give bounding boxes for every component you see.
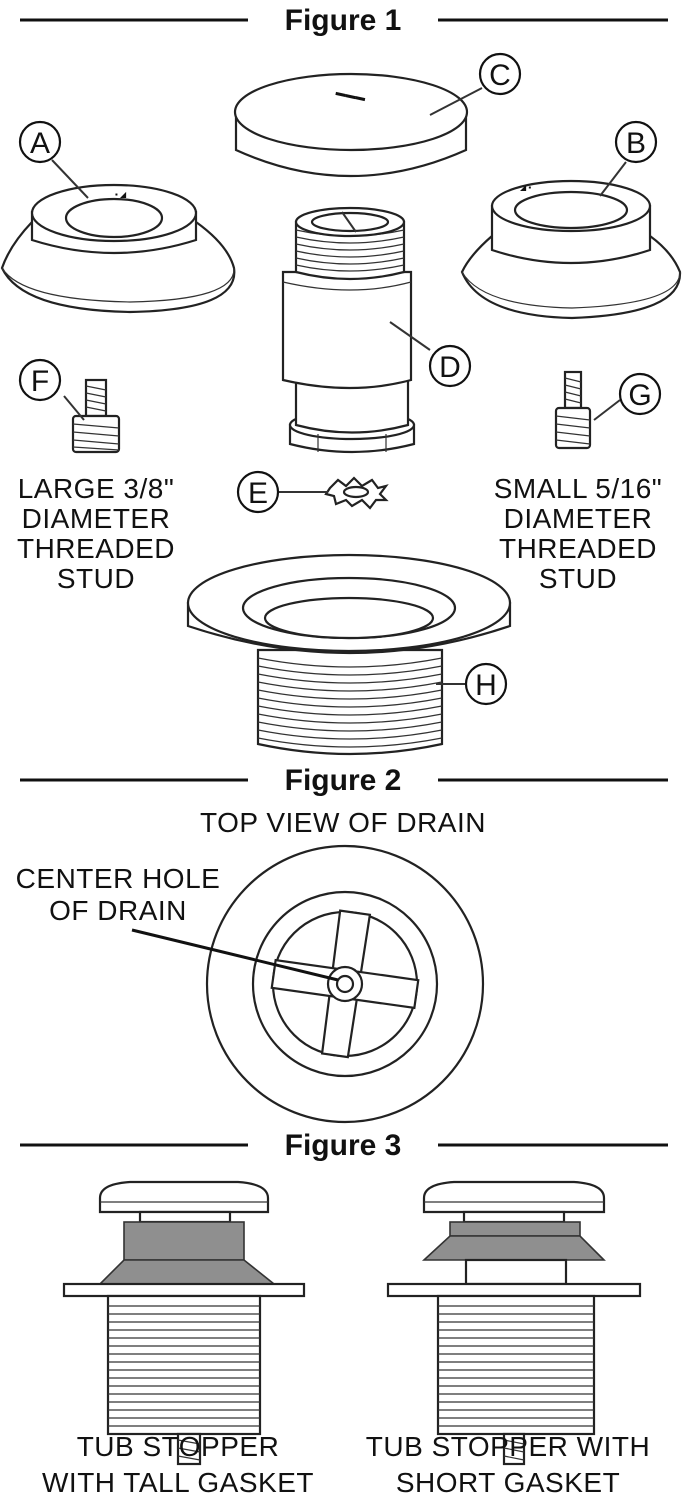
part-a-flange: ▪ ◢ <box>0 159 236 314</box>
callout-b: B <box>614 120 658 164</box>
svg-text:STUD: STUD <box>539 563 617 594</box>
figure2-header: Figure 2 TOP VIEW OF DRAIN <box>20 764 668 838</box>
callout-a: A <box>18 120 62 164</box>
figure2-subtitle: TOP VIEW OF DRAIN <box>200 807 486 838</box>
short-threads <box>438 1305 594 1427</box>
svg-text:DIAMETER: DIAMETER <box>22 503 171 534</box>
stopper-tall-gasket <box>62 1180 306 1466</box>
callout-c: C <box>478 52 522 96</box>
part-h-drain <box>186 553 512 756</box>
svg-text:CENTER HOLE: CENTER HOLE <box>16 863 221 894</box>
svg-text:SHORT GASKET: SHORT GASKET <box>396 1467 620 1498</box>
part-c-cap: ▬▬▬ <box>233 72 483 178</box>
svg-text:A: A <box>30 127 50 160</box>
part-b-flange: ◢ ▪ <box>460 161 682 320</box>
tall-gasket-upper <box>123 1221 245 1261</box>
callout-e: E <box>236 470 280 514</box>
svg-text:TUB STOPPER: TUB STOPPER <box>77 1431 280 1462</box>
svg-text:THREADED: THREADED <box>499 533 657 564</box>
callout-g: G <box>618 372 662 416</box>
svg-text:C: C <box>489 59 511 92</box>
part-h-threads <box>257 657 443 748</box>
svg-text:H: H <box>475 669 497 702</box>
callout-f: F <box>18 358 62 402</box>
label-small-stud: SMALL 5/16" DIAMETER THREADED STUD <box>494 473 663 594</box>
svg-text:G: G <box>628 379 651 412</box>
figure3-title: Figure 3 <box>285 1129 402 1162</box>
tall-gasket-cone <box>98 1259 277 1285</box>
callout-h: H <box>464 662 508 706</box>
svg-text:TUB STOPPER WITH: TUB STOPPER WITH <box>366 1431 650 1462</box>
svg-text:E: E <box>248 477 268 510</box>
callout-d: D <box>428 344 472 388</box>
part-f-large-stud <box>63 378 121 454</box>
svg-text:LARGE 3/8": LARGE 3/8" <box>18 473 175 504</box>
top-view-drain <box>205 844 485 1124</box>
svg-text:THREADED: THREADED <box>17 533 175 564</box>
caption-short-gasket: TUB STOPPER WITH SHORT GASKET <box>366 1431 650 1498</box>
svg-text:▪ ◢: ▪ ◢ <box>115 190 127 199</box>
svg-text:STUD: STUD <box>57 563 135 594</box>
figure3-header: Figure 3 <box>20 1129 668 1162</box>
svg-text:DIAMETER: DIAMETER <box>504 503 653 534</box>
tall-threads <box>108 1305 260 1427</box>
short-gasket-upper <box>449 1221 581 1237</box>
svg-text:OF DRAIN: OF DRAIN <box>49 895 187 926</box>
svg-text:WITH TALL GASKET: WITH TALL GASKET <box>42 1467 314 1498</box>
part-e-washer <box>278 476 389 510</box>
caption-tall-gasket: TUB STOPPER WITH TALL GASKET <box>42 1431 314 1498</box>
svg-text:SMALL 5/16": SMALL 5/16" <box>494 473 663 504</box>
label-large-stud: LARGE 3/8" DIAMETER THREADED STUD <box>17 473 175 594</box>
label-center-hole: CENTER HOLE OF DRAIN <box>16 863 339 982</box>
figure2-title: Figure 2 <box>285 764 402 797</box>
figure1-header: Figure 1 <box>20 4 668 37</box>
svg-text:B: B <box>626 127 646 160</box>
part-d-body <box>281 206 431 454</box>
svg-text:D: D <box>439 351 461 384</box>
figure1-title: Figure 1 <box>285 4 402 37</box>
svg-text:◢ ▪: ◢ ▪ <box>520 183 531 192</box>
stopper-short-gasket <box>386 1180 642 1466</box>
svg-text:F: F <box>31 365 49 398</box>
part-g-small-stud <box>554 370 621 450</box>
short-gasket-cone <box>421 1235 606 1261</box>
